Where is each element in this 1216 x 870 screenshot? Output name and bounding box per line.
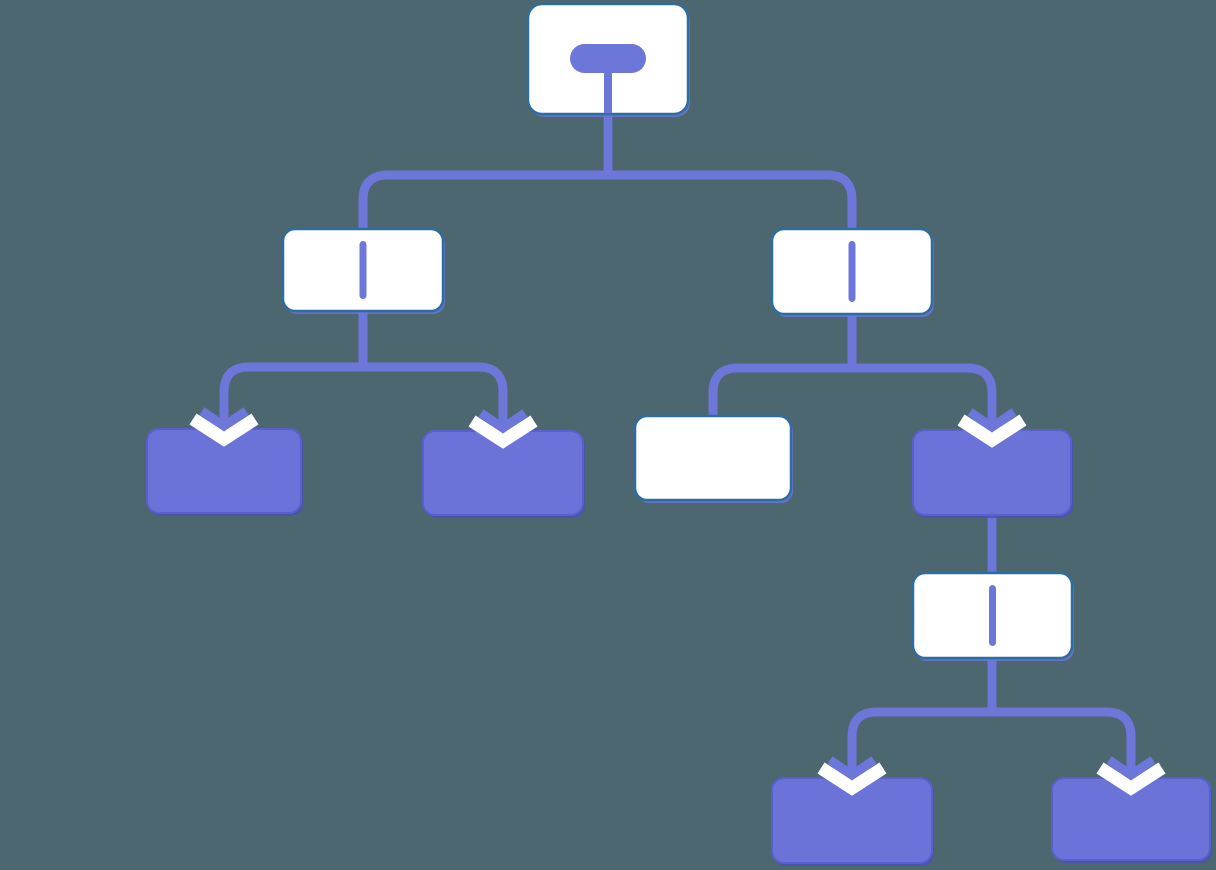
root-pill-icon — [570, 44, 646, 73]
node-body[interactable] — [633, 414, 793, 502]
node-child-right-2[interactable] — [912, 429, 1073, 518]
chevron-down-white — [189, 413, 259, 447]
marker-layer — [189, 407, 1166, 796]
connector-root-to-n2 — [608, 170, 857, 234]
collapse-chevron-icon[interactable] — [189, 407, 259, 447]
connector-n2-to-n6 — [852, 363, 997, 424]
chevron-down-purple — [1106, 756, 1156, 781]
connector-layer — [219, 110, 1136, 772]
collapse-chevron-icon[interactable] — [468, 409, 538, 449]
vertical-bar-icon — [848, 241, 856, 302]
node-leaf-left-2-collapsed[interactable] — [422, 430, 585, 518]
connector-n1-to-n4 — [363, 362, 508, 425]
chevron-down-purple — [199, 407, 249, 432]
collapse-chevron-icon[interactable] — [817, 756, 887, 796]
collapse-chevron-icon[interactable] — [1096, 756, 1166, 796]
chevron-down-white — [1096, 762, 1166, 796]
connector-n7-to-n8 — [847, 707, 992, 772]
node-child-right-1[interactable] — [633, 414, 793, 503]
node-subleaf-1-collapsed[interactable] — [771, 777, 934, 866]
chevron-down-purple — [827, 756, 877, 781]
node-branch-left[interactable] — [281, 227, 445, 314]
chevron-down-purple — [478, 409, 528, 434]
node-root-topic[interactable] — [526, 2, 690, 117]
connector-n2-to-n5 — [708, 363, 852, 421]
connector-n7-to-n9 — [992, 707, 1136, 772]
collapse-chevron-icon[interactable] — [957, 408, 1027, 448]
chevron-down-white — [817, 762, 887, 796]
node-branch-right[interactable] — [770, 227, 934, 317]
chevron-down-white — [468, 415, 538, 449]
chevron-down-purple — [967, 408, 1017, 433]
connector-n1-to-n3 — [219, 362, 363, 423]
vertical-bar-icon — [989, 585, 996, 646]
node-subbranch-right[interactable] — [911, 571, 1074, 661]
vertical-bar-icon — [359, 241, 367, 299]
node-layer — [146, 2, 1212, 866]
node-subleaf-2-collapsed[interactable] — [1051, 777, 1212, 863]
chevron-down-white — [957, 414, 1027, 448]
connector-root-to-n1 — [358, 170, 608, 234]
node-leaf-left-1-collapsed[interactable] — [146, 428, 303, 516]
